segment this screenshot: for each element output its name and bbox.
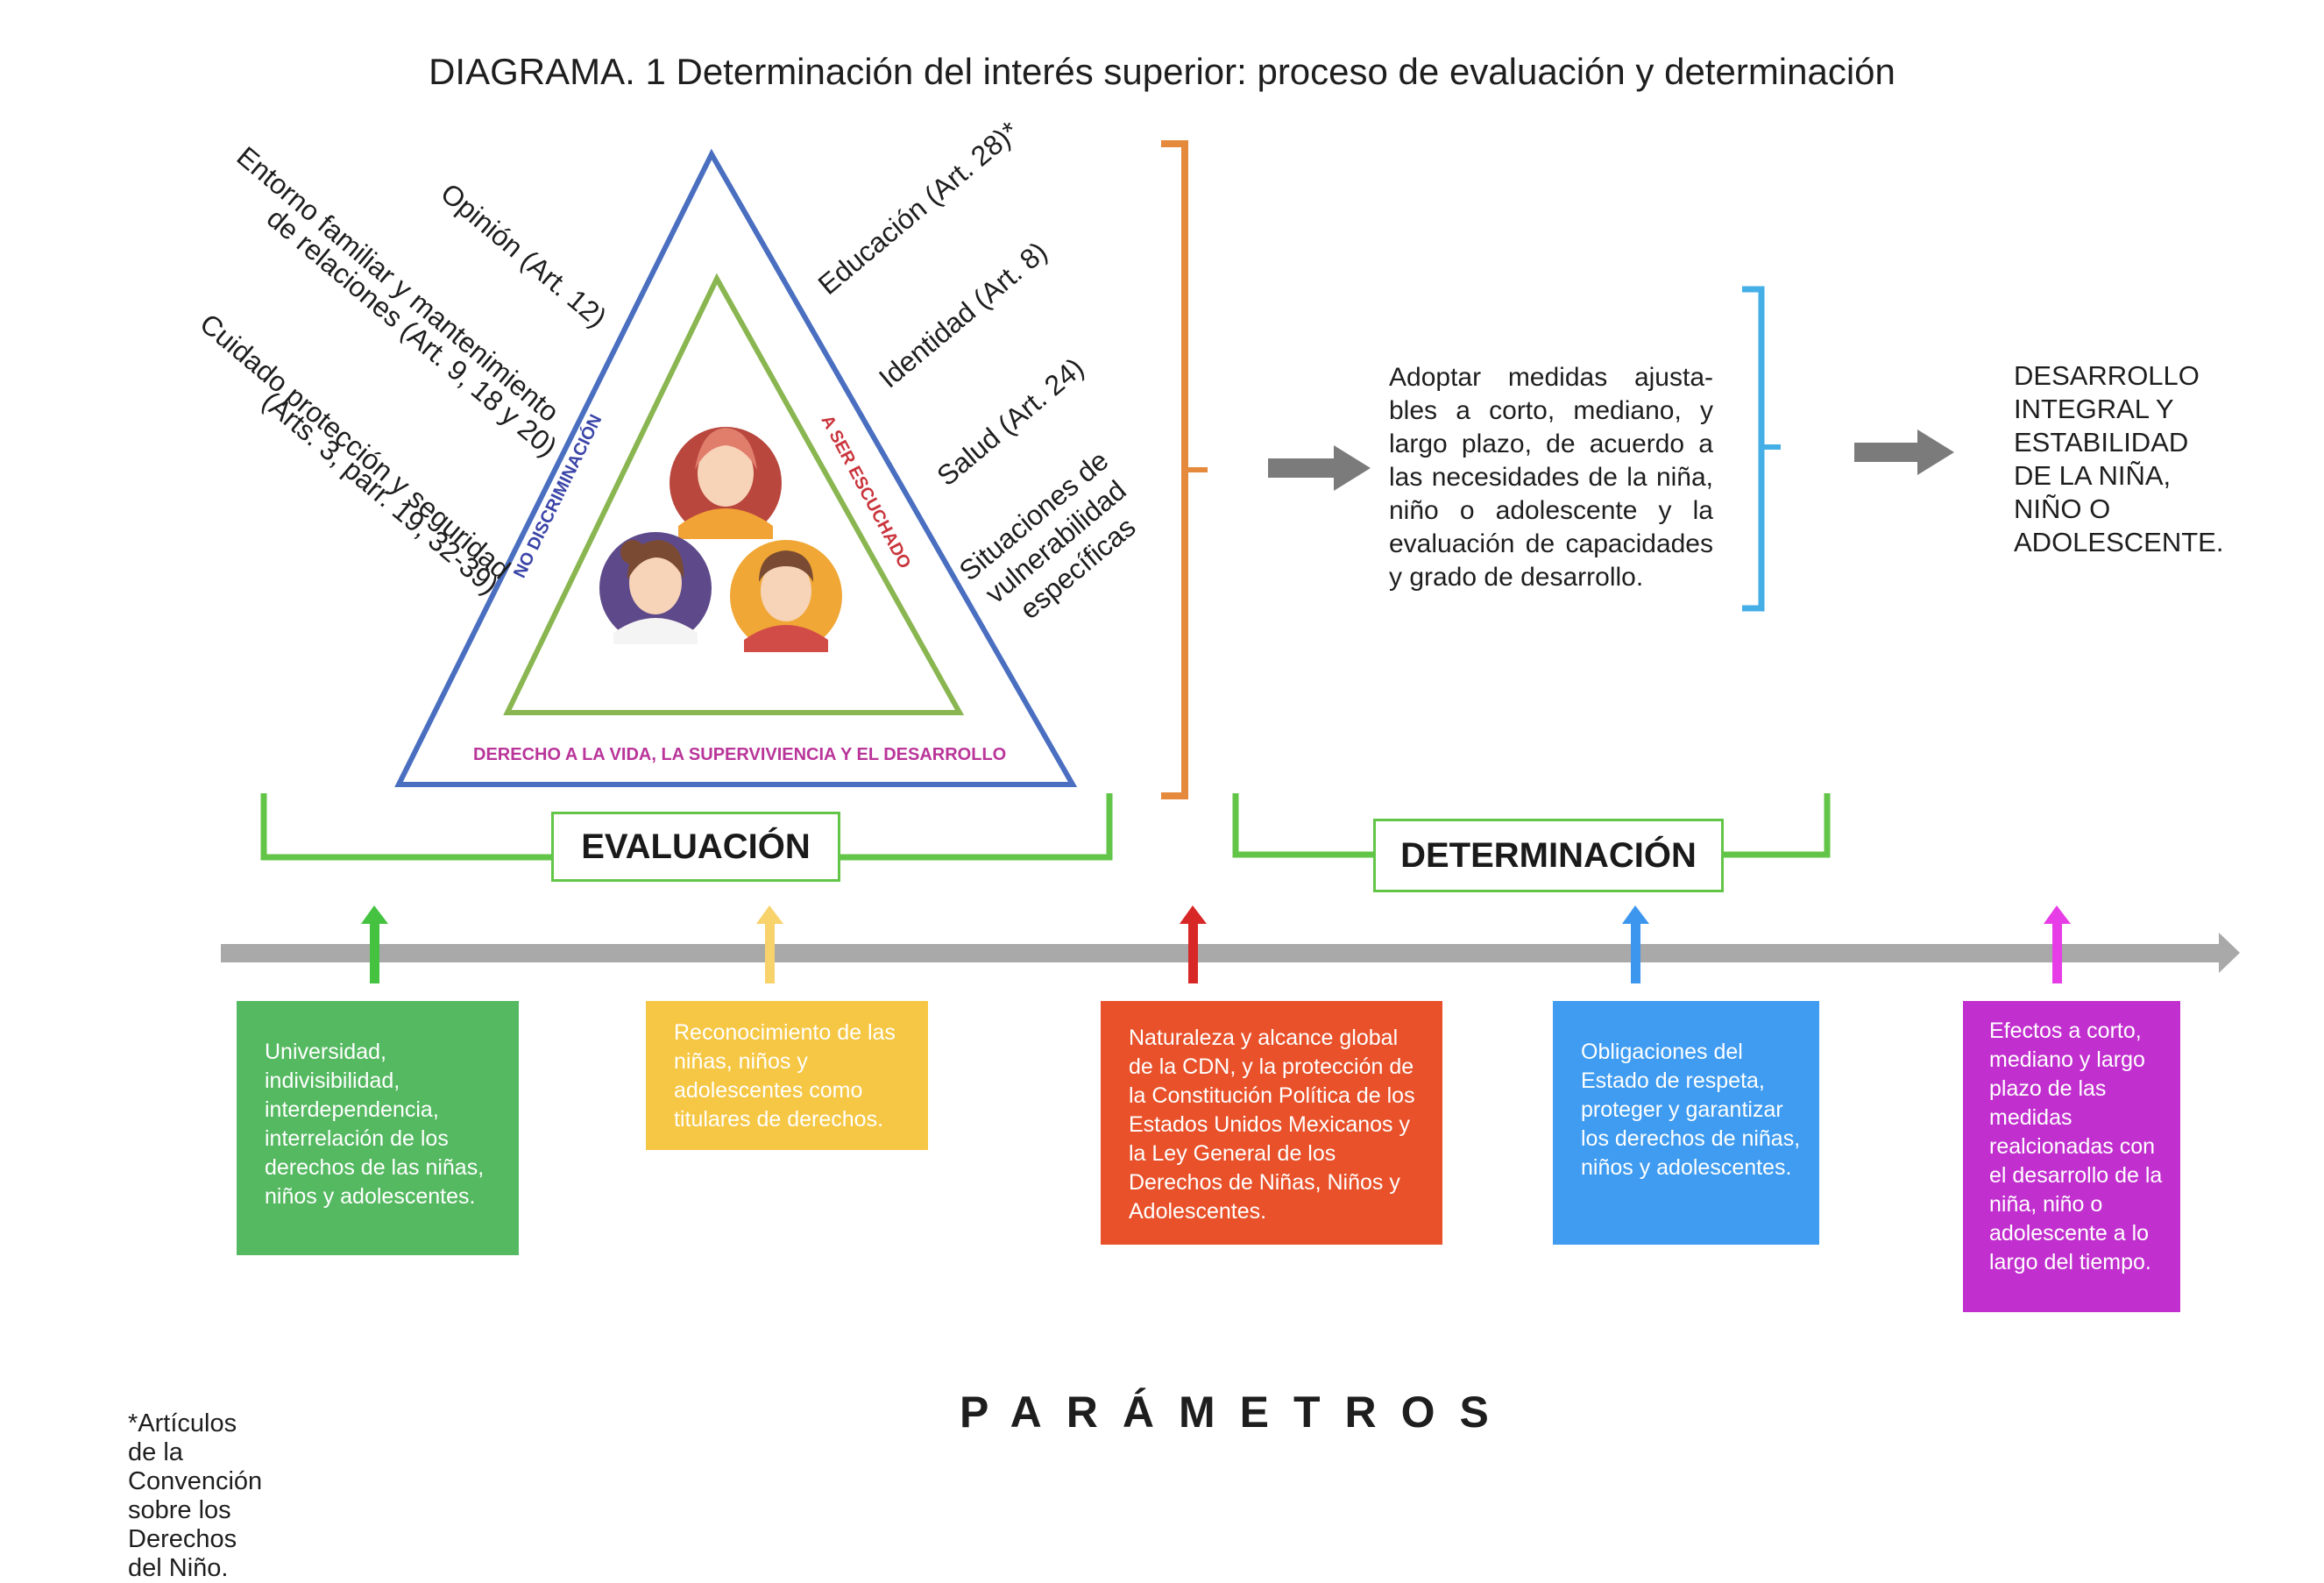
orange-bracket [1161,140,1188,799]
parameter-box-universality: Universidad, indivisibilidad, interdepen… [237,1001,519,1255]
determination-label: DETERMINACIÓN [1373,819,1724,892]
green-up-arrow [361,905,388,983]
blue-bracket [1742,286,1765,612]
inner-triangle [503,273,965,715]
woman-avatar-icon [599,532,712,644]
outer-triangle [394,148,1078,787]
magenta-up-arrow [2044,905,2071,983]
blue-up-arrow [1622,905,1649,983]
result-text: DESARROLLO INTEGRAL Y ESTABILIDAD DE LA … [2014,360,2224,557]
parameter-box-recognition: Reconocimiento de las niñas, niños y ado… [646,1001,928,1150]
parameter-box-effects: Efectos a corto, mediano y largo plazo d… [1963,1001,2180,1312]
evaluation-label: EVALUACIÓN [551,812,840,882]
parameter-box-cdn: Naturaleza y alcance global de la CDN, y… [1101,1001,1442,1245]
arrow-to-measures [1268,445,1371,491]
red-up-arrow [1180,905,1207,983]
measures-text: Adoptar medidas ajusta-bles a corto, med… [1389,363,1713,592]
girl-avatar-icon [670,427,782,539]
timeline [221,944,2219,962]
parameters-title: PARÁMETROS [960,1388,1513,1437]
page-title: DIAGRAMA. 1 Determinación del interés su… [429,51,1895,92]
right-to-life-label: DERECHO A LA VIDA, LA SUPERVIVIENCIA Y E… [473,745,1007,764]
parameter-box-state-obligations: Obligaciones del Estado de respeta, prot… [1553,1001,1819,1245]
boy-avatar-icon [730,540,842,652]
arrow-to-result [1854,429,1954,475]
yellow-up-arrow [756,905,783,983]
footnote: *Artículos de la Convención sobre los De… [128,1409,263,1582]
